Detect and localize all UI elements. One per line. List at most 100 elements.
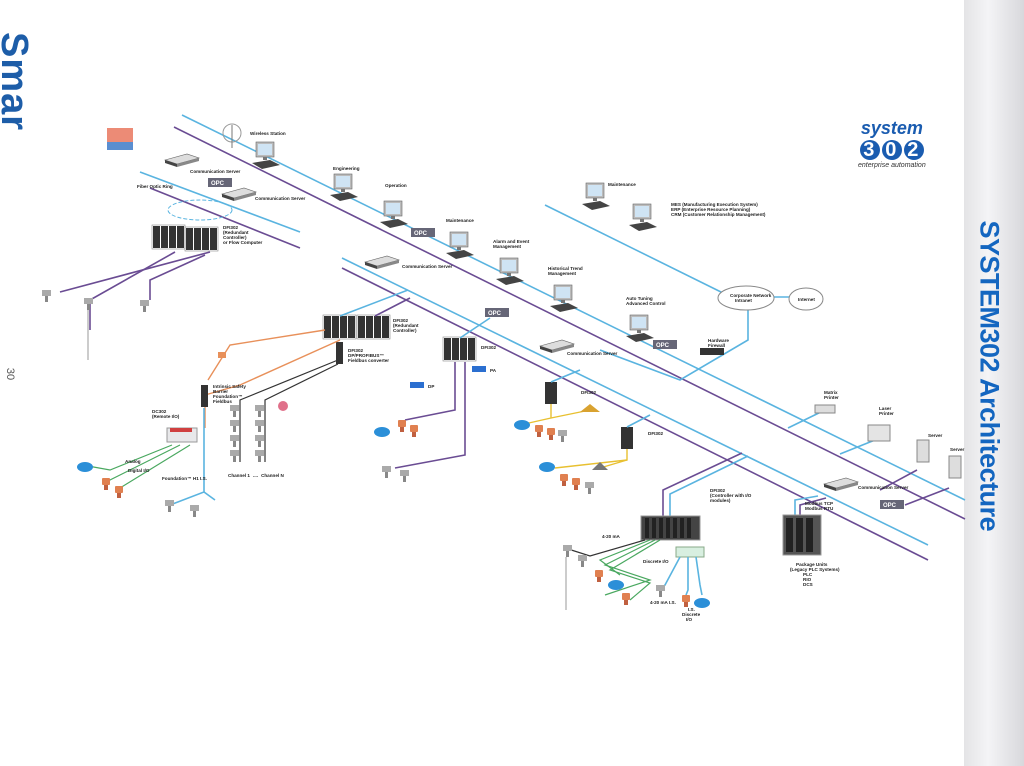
dfi302-io-rack-icon (640, 515, 701, 541)
dfi302-rack-icon (545, 382, 557, 404)
left-margin: Smar 30 (0, 0, 40, 766)
motor-icon (608, 580, 624, 590)
diagram-element (230, 420, 239, 432)
corporate-maintenance-workstation-icon (581, 182, 611, 211)
label-alarm: Alarm and Event (493, 239, 530, 244)
label-modbus: Modbus RTU (805, 506, 834, 511)
label-package-units: RIO (803, 577, 812, 582)
diagram-element (666, 518, 670, 538)
diagram-element (374, 297, 411, 317)
matrix-printer-icon (814, 404, 836, 414)
diagram-element (796, 518, 803, 552)
dfi302-rack-icon (184, 226, 219, 252)
label-autotuning: Advanced Control (626, 301, 666, 306)
label-dfi-converter: DP/PROFIBUS™ (348, 353, 384, 358)
label-package-units: DCS (803, 582, 813, 587)
label-dc302: DC302 (152, 409, 167, 414)
label-comm-server: Communication Server (567, 351, 618, 356)
diagram-element (139, 171, 301, 233)
right-title-band: SYSTEM302 Architecture (964, 0, 1024, 766)
package-unit-cabinet-icon (782, 514, 822, 556)
is-barrier-icon (201, 385, 208, 407)
diagram-element (341, 267, 929, 561)
label-ma-is: 4-20 mA I.S. (650, 600, 676, 605)
alarm-workstation-icon (495, 257, 525, 286)
diagram-element (255, 450, 264, 462)
label-enterprise: CRM (Customer Relationship Management) (671, 212, 766, 217)
dfi302-rack-icon (442, 336, 477, 362)
label-is-barrier: Intrinsic Safety (213, 384, 246, 389)
autotuning-workstation-icon (625, 314, 655, 343)
transmitter-icon (398, 420, 406, 432)
label-firewall: Hardware (708, 338, 729, 343)
label-dp: DP (428, 384, 434, 389)
diagram-element (140, 300, 149, 312)
label-dfi-converter: Fieldbus converter (348, 358, 389, 363)
diagram-element (685, 557, 689, 596)
label-enterprise: MES (Manufacturing Execution System) (671, 202, 758, 207)
label-analog: Analog (125, 459, 141, 464)
diagram-element (645, 518, 649, 538)
diagram-element (169, 408, 205, 506)
dfi302-redundant-rack-icon (322, 314, 357, 340)
diagram-element (626, 414, 651, 428)
label-comm-server: Communication Server (858, 485, 909, 490)
diagram-element (59, 251, 211, 293)
diagram-element (190, 505, 199, 517)
diagram-element (535, 425, 543, 437)
diagram-element (598, 539, 651, 576)
diagram-element (382, 466, 391, 478)
logo-digit: 2 (903, 140, 924, 160)
label-dfi-redundant: (Redundant (393, 323, 419, 328)
diagram-element (652, 518, 656, 538)
label-alarm: Management (493, 244, 522, 249)
diagram-element (717, 285, 775, 311)
workstation-wireless-icon (251, 141, 281, 170)
diagram-element (170, 428, 192, 432)
label-wireless: Wireless Station (250, 131, 286, 136)
label-channels: Channel 1 (228, 473, 250, 478)
diagram-element (599, 305, 749, 381)
engineering-workstation-icon (329, 173, 359, 202)
diagram-element (585, 482, 594, 494)
profibus-logo (218, 352, 226, 358)
diagram-element (839, 439, 876, 455)
dfi302-rack-icon (621, 427, 633, 449)
internet-cloud: Internet (788, 287, 824, 311)
label-dfi-redundant-flow: (Redundant (223, 230, 249, 235)
motor-icon (374, 427, 390, 437)
diagram-element (207, 329, 326, 381)
label-ma: 4-20 mA (602, 534, 621, 539)
hart-icon (580, 404, 600, 412)
label-server: Server (950, 447, 965, 452)
is-barrier-icon (675, 546, 705, 558)
label-matrix-printer: Matrix (824, 390, 838, 395)
label-dfi-io: DFI302 (710, 488, 726, 493)
fieldbus-foundation-logo (278, 401, 288, 411)
diagram-element (264, 363, 339, 462)
opc-logo-text: OPC (656, 343, 670, 349)
opc-logo-text: OPC (414, 231, 428, 237)
diagram-element (560, 474, 568, 486)
logo-word: system (860, 118, 923, 138)
historical-workstation-icon (549, 284, 579, 313)
diagram-element (339, 289, 409, 317)
label-fiber-ring: Fiber Optic Ring (137, 184, 173, 189)
fieldbus-logo (107, 128, 133, 150)
transmitter-icon (102, 478, 110, 490)
label-is-discrete: I.S. (688, 607, 695, 612)
diagram-element (673, 518, 677, 538)
fieldbus-devices (230, 405, 264, 462)
transmitter-icon (410, 425, 418, 437)
diagram-element (230, 450, 239, 462)
label-ff-h1-is: Foundation™ H1 I.S. (162, 476, 207, 481)
operation-workstation-icon (379, 200, 409, 229)
